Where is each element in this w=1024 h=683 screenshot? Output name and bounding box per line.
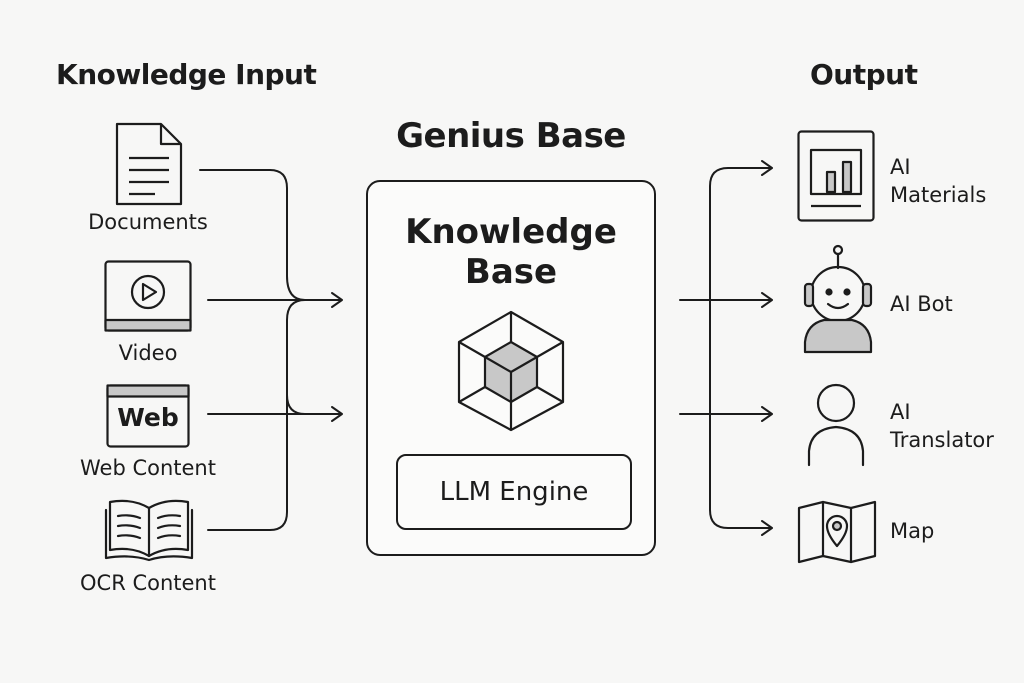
output-label-translator: AI Translator bbox=[890, 398, 994, 454]
llm-engine-box: LLM Engine bbox=[396, 454, 632, 530]
input-label-documents: Documents bbox=[88, 210, 208, 234]
arrowhead-kb-top bbox=[331, 292, 343, 308]
connector-bus-output bbox=[709, 167, 771, 529]
output-label-materials: AI Materials bbox=[890, 153, 986, 209]
open-book-icon bbox=[104, 499, 194, 562]
output-heading: Output bbox=[810, 58, 918, 91]
output-label-bot: AI Bot bbox=[890, 292, 953, 316]
arrowhead-kb-bottom bbox=[331, 406, 343, 422]
knowledge-base-title: Knowledge Base bbox=[368, 212, 654, 292]
video-icon bbox=[104, 260, 192, 332]
knowledge-base-box: Knowledge Base LLM Engine bbox=[366, 180, 656, 556]
output-label-materials-line2: Materials bbox=[890, 183, 987, 207]
knowledge-base-title-line2: Base bbox=[464, 252, 558, 292]
robot-icon bbox=[803, 244, 873, 354]
center-title: Genius Base bbox=[396, 116, 626, 156]
input-heading: Knowledge Input bbox=[56, 58, 317, 91]
person-icon bbox=[807, 383, 865, 467]
input-label-web: Web Content bbox=[80, 456, 216, 480]
output-label-materials-line1: AI bbox=[890, 155, 911, 179]
output-label-translator-line2: Translator bbox=[890, 428, 994, 452]
connector-ocr bbox=[207, 299, 306, 531]
input-label-ocr: OCR Content bbox=[80, 571, 216, 595]
web-icon-text: Web bbox=[117, 403, 179, 432]
connector-documents bbox=[199, 169, 341, 301]
web-icon bbox=[106, 384, 190, 448]
document-icon bbox=[115, 122, 183, 206]
output-label-map: Map bbox=[890, 519, 935, 543]
chart-board-icon bbox=[797, 130, 875, 222]
input-label-video: Video bbox=[118, 341, 178, 365]
knowledge-base-title-line1: Knowledge bbox=[405, 212, 617, 252]
cube-icon bbox=[457, 310, 565, 432]
output-label-translator-line1: AI bbox=[890, 400, 911, 424]
map-pin-icon bbox=[797, 500, 877, 564]
